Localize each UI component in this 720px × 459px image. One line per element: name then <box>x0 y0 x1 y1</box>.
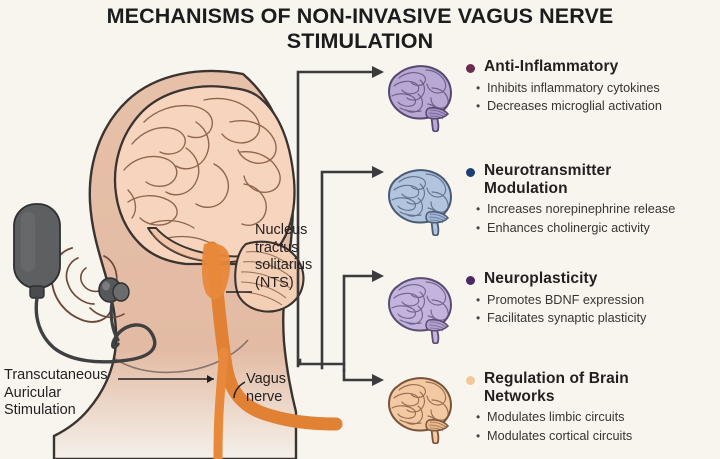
mechanism-bullet-list-3: Promotes BDNF expressionFacilitates syna… <box>466 291 720 328</box>
mechanism-heading-line: Anti-Inflammatory <box>484 58 619 75</box>
head-anatomy-illustration <box>0 52 400 459</box>
mechanism-text-1: Anti-Inflammatory Inhibits inflammatory … <box>462 58 720 132</box>
mechanism-heading-line: Modulation <box>484 179 568 197</box>
transcutaneous-auricular-stimulation-label: Transcutaneous Auricular Stimulation <box>4 367 154 420</box>
stimulation-device <box>13 203 61 299</box>
mechanism-heading-line: Neurotransmitter <box>484 162 612 179</box>
tas-line-3: Stimulation <box>4 402 76 418</box>
brain-icon-wrap-4 <box>382 370 462 445</box>
mechanism-heading-1: Anti-Inflammatory <box>466 58 720 76</box>
mechanism-bullet-list-4: Modulates limbic circuitsModulates corti… <box>466 408 720 445</box>
mechanism-bullet: Facilitates synaptic plasticity <box>476 309 720 328</box>
nts-label: Nucleus tractus solitarius (NTS) <box>255 222 345 292</box>
vagus-line-2: nerve <box>246 388 283 405</box>
leader-lines <box>118 291 252 399</box>
brain-icon-4 <box>387 377 453 444</box>
mechanism-bullet-list-1: Inhibits inflammatory cytokinesDecreases… <box>466 79 720 116</box>
brain-icon-3 <box>387 277 453 344</box>
brain-icon-wrap-2 <box>382 162 462 237</box>
mechanism-bullet: Promotes BDNF expression <box>476 291 720 310</box>
mechanism-bullet-dot <box>466 168 475 177</box>
mechanism-bullet: Increases norepinephrine release <box>476 200 720 219</box>
nts-line-2: tractus <box>255 239 299 256</box>
vagus-nerve-label: Vagus nerve <box>246 371 336 406</box>
nts-line-4: (NTS) <box>255 274 294 291</box>
brain-icon-wrap-1 <box>382 58 462 132</box>
brain-icon-2 <box>387 169 453 236</box>
tas-line-2: Auricular <box>4 384 62 401</box>
mechanism-heading-line: Regulation of Brain <box>484 370 629 387</box>
electrode-lead <box>109 300 120 342</box>
mechanism-bullet-dot <box>466 64 475 73</box>
cerebellum <box>234 240 305 313</box>
mechanism-bullet: Modulates limbic circuits <box>476 408 720 427</box>
brain-icon-1 <box>387 65 453 132</box>
title-line-1: MECHANISMS OF NON-INVASIVE VAGUS NERVE <box>106 4 614 28</box>
mechanism-bullet: Decreases microglial activation <box>476 97 720 116</box>
title-line-2: STIMULATION <box>286 29 434 53</box>
mechanism-heading-line: Networks <box>484 387 555 405</box>
mechanisms-list: Anti-Inflammatory Inhibits inflammatory … <box>382 58 720 459</box>
mechanism-bullet: Enhances cholinergic activity <box>476 219 720 238</box>
page-title: MECHANISMS OF NON-INVASIVE VAGUS NERVE S… <box>0 4 720 54</box>
nts-line-1: Nucleus <box>255 222 308 238</box>
nts-line-3: solitarius <box>255 257 313 273</box>
mechanism-bullet: Modulates cortical circuits <box>476 427 720 446</box>
mechanism-row-3: Neuroplasticity Promotes BDNF expression… <box>382 270 720 344</box>
branch-arrows <box>296 66 384 386</box>
mechanism-bullet-dot <box>466 376 475 385</box>
mechanism-heading-line: Neuroplasticity <box>484 270 598 287</box>
mechanism-bullet-list-2: Increases norepinephrine releaseEnhances… <box>466 200 720 237</box>
vagus-line-1: Vagus <box>246 371 287 387</box>
mechanism-heading-text: Neuroplasticity <box>484 270 597 288</box>
mechanism-text-3: Neuroplasticity Promotes BDNF expression… <box>462 270 720 344</box>
mechanism-bullet: Inhibits inflammatory cytokines <box>476 79 720 98</box>
tas-line-1: Transcutaneous <box>4 367 108 383</box>
mechanism-heading-3: Neuroplasticity <box>466 270 720 288</box>
mechanism-heading-text: Anti-Inflammatory <box>484 58 618 76</box>
vagus-nerve-path <box>201 241 343 459</box>
ear-electrode <box>98 277 130 303</box>
brain-cerebrum <box>113 85 296 266</box>
mechanism-bullet-dot <box>466 276 475 285</box>
brain-icon-wrap-3 <box>382 270 462 344</box>
mechanism-row-1: Anti-Inflammatory Inhibits inflammatory … <box>382 58 720 132</box>
